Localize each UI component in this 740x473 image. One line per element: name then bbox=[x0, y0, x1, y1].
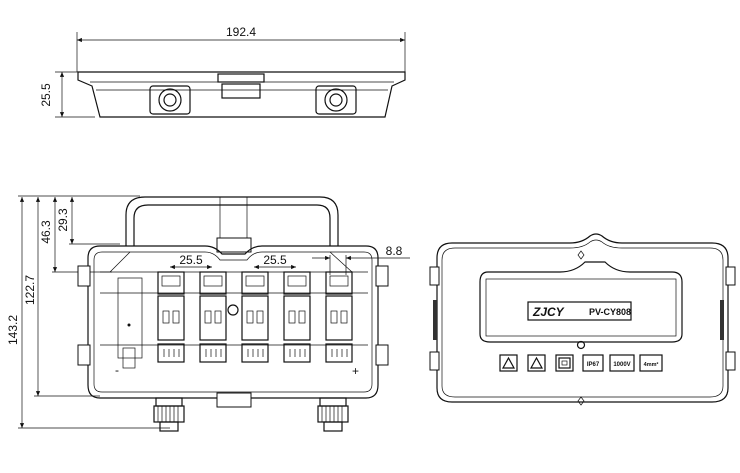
pitch-right-label: 25.5 bbox=[263, 253, 287, 267]
width-dimension-label: 192.4 bbox=[226, 25, 256, 39]
body-height-label: 122.7 bbox=[23, 275, 37, 305]
diode-modules bbox=[157, 271, 353, 363]
diode-module bbox=[157, 271, 185, 363]
connector-top-right bbox=[315, 85, 357, 115]
pitch-left-label: 25.5 bbox=[179, 253, 203, 267]
svg-text:1000V: 1000V bbox=[613, 362, 630, 368]
cover-view: ZJCY PV-CY808 IP67 1000V 4mm² bbox=[429, 233, 736, 406]
warning-triangle-icon bbox=[499, 354, 518, 372]
diode-module bbox=[325, 271, 353, 363]
double-insulation-icon bbox=[555, 354, 574, 372]
svg-text:4mm²: 4mm² bbox=[644, 361, 659, 368]
negative-sign: - bbox=[115, 363, 119, 377]
electric-hazard-icon bbox=[527, 354, 546, 372]
diode-module bbox=[199, 271, 227, 363]
front-view: 143.2 122.7 46.3 29.3 bbox=[6, 195, 410, 432]
total-height-label: 143.2 bbox=[6, 315, 20, 345]
top-height-label: 25.5 bbox=[39, 83, 53, 107]
cable-gland-positive bbox=[317, 397, 349, 432]
edge-offset-label: 8.8 bbox=[386, 244, 403, 258]
handle-to-diode-label: 46.3 bbox=[39, 220, 53, 244]
model-label: PV-CY808 bbox=[589, 307, 631, 317]
diode-module bbox=[283, 271, 311, 363]
box-body bbox=[87, 245, 379, 399]
negative-terminal bbox=[117, 277, 143, 359]
cable-gland-negative bbox=[153, 397, 185, 432]
positive-sign: + bbox=[352, 364, 359, 378]
svg-text:IP67: IP67 bbox=[587, 362, 600, 368]
handle-height-label: 29.3 bbox=[56, 208, 70, 232]
cable-size-badge: 4mm² bbox=[639, 354, 663, 372]
brand-label bbox=[527, 301, 632, 321]
voltage-badge: 1000V bbox=[609, 354, 635, 372]
cover-outline bbox=[436, 233, 729, 403]
connector-top-left bbox=[149, 85, 191, 115]
brand-logo: ZJCY bbox=[532, 305, 565, 319]
diode-module bbox=[241, 271, 269, 363]
top-view: 192.4 25.5 bbox=[39, 25, 406, 118]
ip-rating-badge: IP67 bbox=[582, 354, 604, 372]
